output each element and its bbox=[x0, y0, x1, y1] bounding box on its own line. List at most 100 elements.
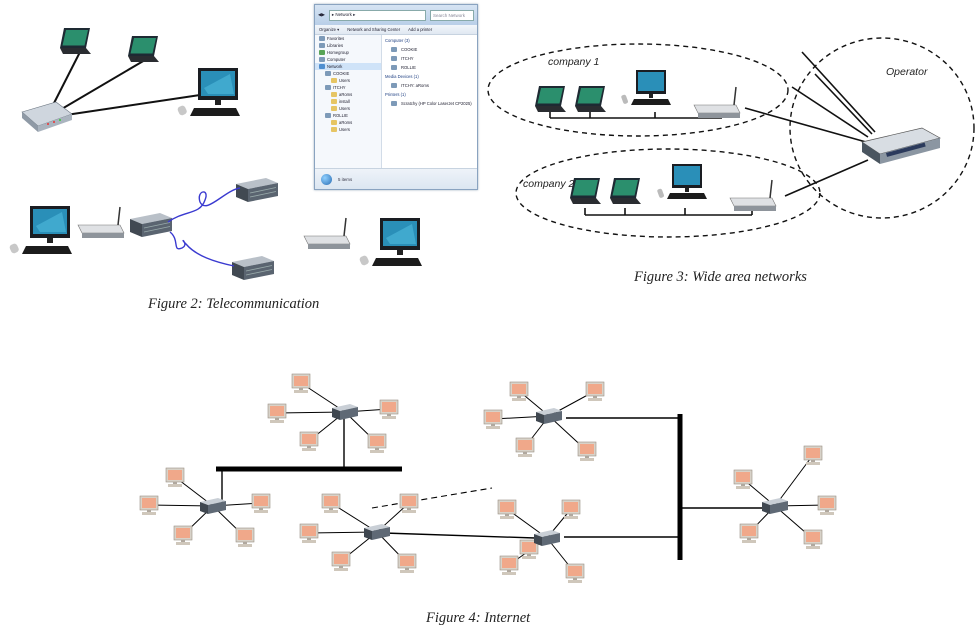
printer-icon bbox=[391, 101, 397, 106]
server-rack-icon bbox=[235, 177, 279, 203]
pc-icon bbox=[367, 433, 387, 454]
sidebar-item[interactable]: Users bbox=[315, 126, 381, 133]
network-item-label: ROLLIE bbox=[401, 65, 416, 70]
explorer-titlebar: ◀▶ ▸ Network ▸ Search Network bbox=[315, 5, 477, 25]
computer-icon bbox=[319, 64, 325, 69]
laptop-icon bbox=[610, 178, 641, 204]
switch-icon bbox=[534, 530, 560, 546]
network-item-label: ITCHY: aRoms bbox=[401, 83, 429, 88]
pc-icon bbox=[733, 469, 753, 490]
group-header[interactable]: Computer (3) bbox=[385, 38, 410, 43]
toolbar-organize-button[interactable]: Organize ▾ bbox=[319, 27, 340, 32]
cable-blue bbox=[169, 231, 235, 267]
network-item[interactable]: ITCHY bbox=[383, 54, 477, 63]
pc-icon bbox=[251, 493, 271, 514]
pc-icon bbox=[397, 553, 417, 574]
figure-4-internet bbox=[139, 373, 837, 584]
server-rack-icon bbox=[231, 255, 275, 281]
operator-boundary bbox=[789, 37, 975, 219]
desktop-computer-icon bbox=[656, 164, 707, 199]
search-input[interactable]: Search Network bbox=[430, 9, 474, 21]
computer-icon bbox=[325, 113, 331, 118]
sidebar-item-label: Users bbox=[339, 106, 350, 111]
network-item[interactable]: Scratchy (HP Color LaserJet CP2025) bbox=[383, 99, 477, 108]
sidebar-item-label: ITCHY bbox=[333, 85, 346, 90]
network-item[interactable]: COOKIE bbox=[383, 45, 477, 54]
network-item-label: Scratchy (HP Color LaserJet CP2025) bbox=[401, 101, 472, 106]
computer-icon bbox=[319, 50, 325, 55]
back-icon[interactable]: ◀▶ bbox=[318, 12, 325, 17]
group-header[interactable]: Media Devices (1) bbox=[385, 74, 419, 79]
network-item-label: ITCHY bbox=[401, 56, 414, 61]
pc-icon bbox=[565, 563, 585, 584]
sidebar-item[interactable]: aRoms bbox=[315, 91, 381, 98]
sidebar-item[interactable]: aRoms bbox=[315, 119, 381, 126]
pc-icon bbox=[299, 523, 319, 544]
sidebar-item-label: aRoms bbox=[339, 92, 353, 97]
switch-icon bbox=[200, 498, 226, 514]
sidebar-item[interactable]: Favorites bbox=[315, 35, 381, 42]
network-item[interactable]: ITCHY: aRoms bbox=[383, 81, 477, 90]
dashed-link bbox=[371, 487, 493, 509]
pc-icon bbox=[173, 525, 193, 546]
sidebar-item[interactable]: Homegroup bbox=[315, 49, 381, 56]
network-globe-icon bbox=[321, 173, 332, 185]
pc-icon bbox=[331, 551, 351, 572]
sidebar-item-label: Homegroup bbox=[327, 50, 349, 55]
sidebar-item[interactable]: ROLLIE bbox=[315, 112, 381, 119]
desktop-computer-icon bbox=[620, 70, 671, 105]
pc-icon bbox=[577, 441, 597, 462]
toolbar-add-printer-button[interactable]: Add a printer bbox=[408, 27, 433, 32]
sidebar-item[interactable]: Users bbox=[315, 105, 381, 112]
computer-icon bbox=[391, 56, 397, 61]
pc-icon bbox=[321, 493, 341, 514]
folder-icon bbox=[331, 78, 337, 83]
explorer-toolbar: Organize ▾ Network and Sharing Center Ad… bbox=[315, 25, 477, 35]
desktop-computer-icon bbox=[358, 218, 422, 267]
company-1-label: company 1 bbox=[548, 56, 599, 68]
pc-icon bbox=[299, 431, 319, 452]
folder-icon bbox=[331, 99, 337, 104]
status-text: 5 items bbox=[338, 176, 353, 182]
figure-3-wan: company 1 company 2 Operator bbox=[487, 37, 975, 238]
pc-icon bbox=[499, 555, 519, 576]
company-2-label: company 2 bbox=[523, 178, 575, 190]
sidebar-item[interactable]: COOKIE bbox=[315, 70, 381, 77]
desktop-computer-icon bbox=[176, 68, 240, 117]
pc-icon bbox=[585, 381, 605, 402]
computer-icon bbox=[391, 65, 397, 70]
sidebar-item[interactable]: Libraries bbox=[315, 42, 381, 49]
explorer-content: Computer (3) COOKIE ITCHY ROLLIE Media Devic… bbox=[383, 36, 477, 168]
sidebar-item[interactable]: Computer bbox=[315, 56, 381, 63]
group-header[interactable]: Printers (1) bbox=[385, 92, 406, 97]
operator-label: Operator bbox=[886, 66, 928, 78]
wifi-router-icon bbox=[77, 206, 125, 239]
sidebar-item-label: COOKIE bbox=[333, 71, 350, 76]
switch-icon bbox=[762, 498, 788, 514]
link-hub-laptop2 bbox=[59, 59, 146, 111]
server-rack-icon bbox=[129, 212, 173, 238]
pc-icon bbox=[817, 495, 837, 516]
computer-icon bbox=[319, 57, 325, 62]
pc-icon bbox=[803, 445, 823, 466]
sidebar-item-label: aRoms bbox=[339, 120, 353, 125]
folder-icon bbox=[331, 92, 337, 97]
wifi-router-icon bbox=[303, 217, 351, 250]
sidebar-item[interactable]: Users bbox=[315, 77, 381, 84]
explorer-statusbar: 5 items bbox=[315, 168, 477, 189]
wifi-router-icon bbox=[729, 179, 777, 212]
figure-2-telecommunication bbox=[8, 28, 422, 281]
sidebar-item[interactable]: install bbox=[315, 98, 381, 105]
address-bar[interactable]: ▸ Network ▸ bbox=[328, 9, 426, 21]
sidebar-item[interactable]: ITCHY bbox=[315, 84, 381, 91]
toolbar-network-sharing-button[interactable]: Network and Sharing Center bbox=[347, 27, 401, 32]
sidebar-item[interactable]: Network bbox=[315, 63, 381, 70]
pc-icon bbox=[399, 493, 419, 514]
pc-icon bbox=[561, 499, 581, 520]
sidebar-item-label: Computer bbox=[327, 57, 346, 62]
pc-icon bbox=[165, 467, 185, 488]
network-item[interactable]: ROLLIE bbox=[383, 63, 477, 72]
pc-icon bbox=[267, 403, 287, 424]
network-item-label: COOKIE bbox=[401, 47, 418, 52]
